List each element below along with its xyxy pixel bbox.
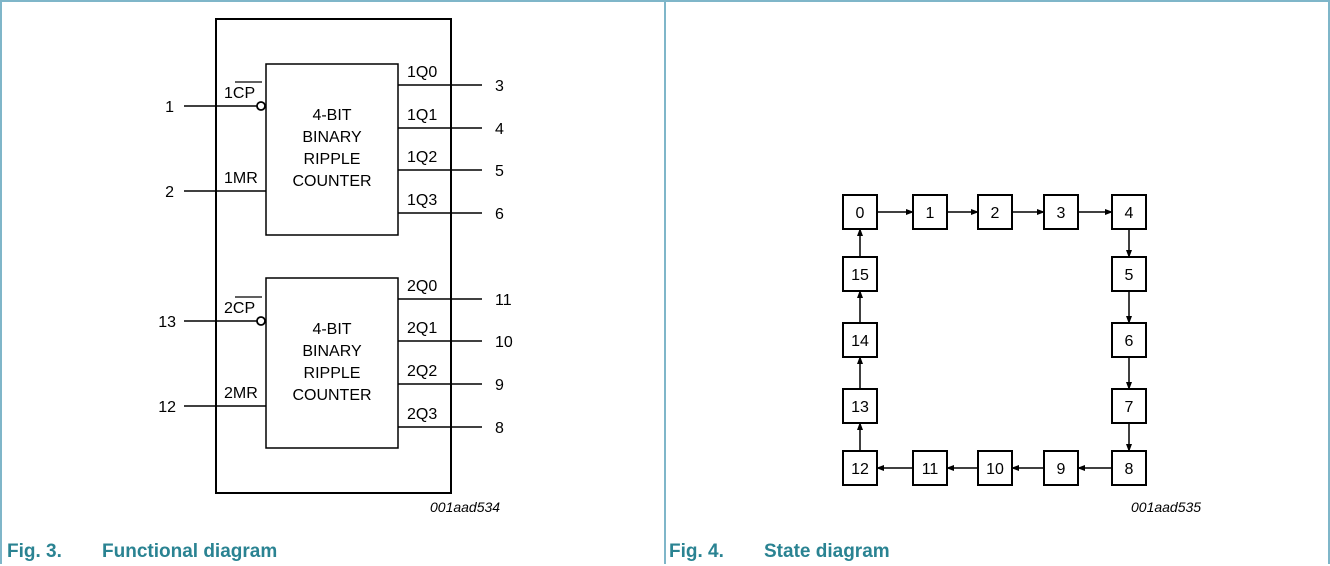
state-label-12: 12 <box>851 461 869 478</box>
block2-title-line2: BINARY <box>302 343 362 360</box>
state-label-2: 2 <box>991 205 1000 222</box>
counter-block-1 <box>265 63 399 236</box>
state-label-6: 6 <box>1125 333 1134 350</box>
state-label-1: 1 <box>926 205 935 222</box>
block1-q2-label: 1Q2 <box>407 149 437 166</box>
state-box-3 <box>1043 194 1079 230</box>
state-box-0 <box>842 194 878 230</box>
fig3-code: 001aad534 <box>430 499 500 515</box>
block2-mr-label: 2MR <box>224 385 258 402</box>
state-box-1 <box>912 194 948 230</box>
block1-q0-pin: 3 <box>495 78 504 95</box>
block1-title-line1: 4-BIT <box>312 107 351 124</box>
state-label-4: 4 <box>1125 205 1134 222</box>
block2-q3-label: 2Q3 <box>407 406 437 423</box>
ic-outline <box>215 18 452 494</box>
block2-cp-label: 2CP <box>224 300 255 317</box>
block1-cp-label: 1CP <box>224 85 255 102</box>
block2-mr-pin: 12 <box>158 399 176 416</box>
block1-q2-pin: 5 <box>495 163 504 180</box>
block1-mr-pin: 2 <box>165 184 174 201</box>
block1-title-line4: COUNTER <box>292 173 371 190</box>
state-label-3: 3 <box>1057 205 1066 222</box>
block2-q0-label: 2Q0 <box>407 278 437 295</box>
block2-q2-pin: 9 <box>495 377 504 394</box>
state-label-7: 7 <box>1125 399 1134 416</box>
block2-title-line4: COUNTER <box>292 387 371 404</box>
block2-q1-label: 2Q1 <box>407 320 437 337</box>
state-label-14: 14 <box>851 333 869 350</box>
state-box-12 <box>842 450 878 486</box>
block2-cp-inversion-bubble <box>256 316 266 326</box>
state-box-13 <box>842 388 878 424</box>
state-transitions <box>857 209 1132 471</box>
fig3-caption: Fig. 3. Functional diagram <box>7 538 277 566</box>
block2-title-line3: RIPPLE <box>304 365 361 382</box>
block2-q2-label: 2Q2 <box>407 363 437 380</box>
state-label-9: 9 <box>1057 461 1066 478</box>
block1-title-line2: BINARY <box>302 129 362 146</box>
functional-diagram-panel: 4-BIT BINARY RIPPLE COUNTER 1CP 1 1MR 2 … <box>0 0 665 564</box>
state-box-15 <box>842 256 878 292</box>
fig3-caption-number: Fig. 3. <box>7 541 62 562</box>
state-box-8 <box>1111 450 1147 486</box>
state-label-15: 15 <box>851 267 869 284</box>
block1-cp-inversion-bubble <box>256 101 266 111</box>
state-label-0: 0 <box>856 205 865 222</box>
state-box-4 <box>1111 194 1147 230</box>
state-box-9 <box>1043 450 1079 486</box>
state-box-14 <box>842 322 878 358</box>
block1-mr-label: 1MR <box>224 170 258 187</box>
fig4-caption-number: Fig. 4. <box>669 541 724 562</box>
state-label-8: 8 <box>1125 461 1134 478</box>
block2-q0-pin: 11 <box>495 292 512 309</box>
state-label-13: 13 <box>851 399 869 416</box>
state-box-11 <box>912 450 948 486</box>
block1-title-line3: RIPPLE <box>304 151 361 168</box>
block1-q1-label: 1Q1 <box>407 107 437 124</box>
block1-q3-pin: 6 <box>495 206 504 223</box>
block2-title-line1: 4-BIT <box>312 321 351 338</box>
fig4-caption-title: State diagram <box>764 541 890 562</box>
block1-q3-label: 1Q3 <box>407 192 437 209</box>
counter-block-2 <box>265 277 399 449</box>
state-label-11: 11 <box>922 461 939 478</box>
fig4-caption: Fig. 4. State diagram <box>669 538 890 566</box>
block1-cp-pin: 1 <box>165 99 174 116</box>
state-box-6 <box>1111 322 1147 358</box>
state-label-10: 10 <box>986 461 1004 478</box>
block1-q0-label: 1Q0 <box>407 64 437 81</box>
block1-q1-pin: 4 <box>495 121 504 138</box>
state-box-2 <box>977 194 1013 230</box>
block2-cp-pin: 13 <box>158 314 176 331</box>
fig4-code: 001aad535 <box>1131 499 1201 515</box>
block2-q3-pin: 8 <box>495 420 504 437</box>
state-box-10 <box>977 450 1013 486</box>
state-box-7 <box>1111 388 1147 424</box>
state-label-5: 5 <box>1125 267 1134 284</box>
fig3-caption-title: Functional diagram <box>102 541 278 562</box>
state-box-5 <box>1111 256 1147 292</box>
functional-diagram: 4-BIT BINARY RIPPLE COUNTER 1CP 1 1MR 2 … <box>158 18 513 515</box>
block2-q1-pin: 10 <box>495 334 513 351</box>
